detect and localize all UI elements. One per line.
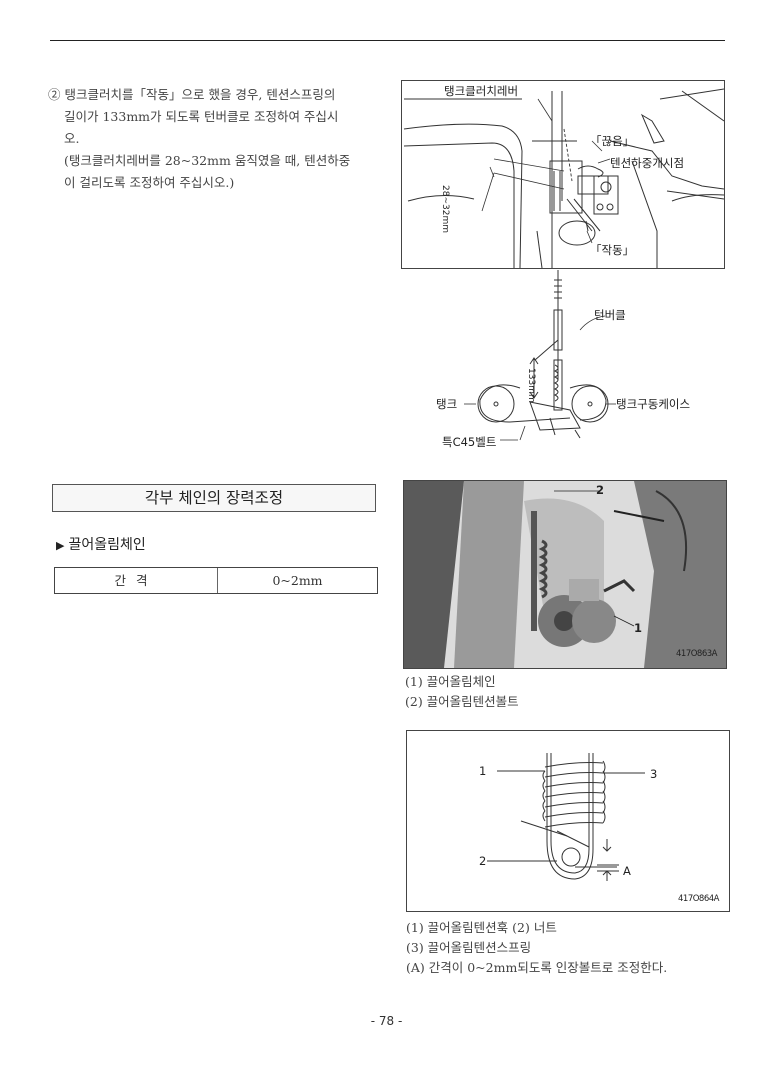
callout-1: 1	[479, 764, 487, 778]
callout-2: 2	[479, 854, 487, 868]
label-drive-case: 탱크구동케이스	[616, 397, 691, 411]
page-number: - 78 -	[370, 1014, 403, 1028]
callout-1: 1	[634, 621, 643, 635]
spec-label: 간격	[55, 568, 218, 593]
header-rule	[50, 40, 725, 41]
label-off-position: 「끊음」	[590, 134, 635, 148]
label-turnbuckle: 턴버클	[594, 308, 626, 322]
diagram-code: 417O864A	[678, 894, 719, 904]
label-clutch-lever: 탱크클러치레버	[444, 84, 519, 98]
subsection-title: 끌어올림체인	[68, 537, 146, 553]
chain-photo-image	[404, 481, 726, 668]
callout-A: A	[623, 864, 631, 878]
tension-spring-drawing	[487, 753, 645, 881]
clutch-lever-figure: 탱크클러치레버 「끊음」 텐션하중개시점 「작동」 28~32mm	[401, 80, 725, 269]
callout-2: 2	[596, 483, 605, 497]
section-title: 각부 체인의 장력조정	[52, 484, 376, 512]
label-travel-distance: 28~32mm	[440, 185, 450, 233]
spec-value: 0~2mm	[272, 573, 323, 588]
caption-line: (1) 끌어올림텐션훅 (2) 너트	[406, 920, 557, 935]
photo-code: 417O863A	[676, 649, 717, 659]
paragraph-line: ② 탱크클러치를「작동」으로 했을 경우, 텐션스프링의	[48, 87, 336, 102]
triangle-bullet-icon: ▶	[56, 539, 65, 552]
paragraph-line: 이 걸리도록 조정하여 주십시오.)	[64, 175, 235, 190]
turnbuckle-figure: 턴버클 탱크 탱크구동케이스 특C45벨트 133mm	[430, 270, 730, 460]
tension-spring-caption: (1) 끌어올림텐션훅 (2) 너트 (3) 끌어올림텐션스프링 (A) 간격이…	[406, 918, 667, 978]
instruction-paragraph: ② 탱크클러치를「작동」으로 했을 경우, 텐션스프링의 길이가 133mm가 …	[48, 84, 378, 194]
label-on-position: 「작동」	[590, 243, 635, 257]
chain-photo-caption: (1) 끌어올림체인 (2) 끌어올림텐션볼트	[405, 672, 519, 712]
clutch-lever-drawing	[403, 88, 725, 269]
subsection-heading: ▶끌어올림체인	[56, 534, 146, 554]
label-tank: 탱크	[436, 397, 458, 411]
label-spring-length: 133mm	[526, 368, 536, 403]
label-belt: 특C45벨트	[442, 435, 497, 449]
caption-line: (A) 간격이 0~2mm되도록 인장볼트로 조정한다.	[406, 960, 668, 975]
spec-table: 간격 0~2mm	[54, 567, 378, 594]
paragraph-line: (탱크클러치레버를 28~32mm 움직였을 때, 텐션하중	[64, 153, 351, 168]
tension-spring-diagram: 1 3 2 A 417O864A	[406, 730, 730, 912]
chain-photo: 2 1 417O863A	[403, 480, 727, 669]
caption-line: (3) 끌어올림텐션스프링	[406, 940, 532, 955]
callout-3: 3	[650, 767, 658, 781]
turnbuckle-drawing	[464, 270, 616, 441]
caption-line: (2) 끌어올림텐션볼트	[405, 694, 519, 709]
paragraph-line: 오.	[64, 131, 80, 146]
caption-line: (1) 끌어올림체인	[405, 674, 496, 689]
paragraph-line: 길이가 133mm가 되도록 턴버클로 조정하여 주십시	[64, 109, 339, 124]
label-tension-start: 텐션하중개시점	[610, 156, 685, 170]
